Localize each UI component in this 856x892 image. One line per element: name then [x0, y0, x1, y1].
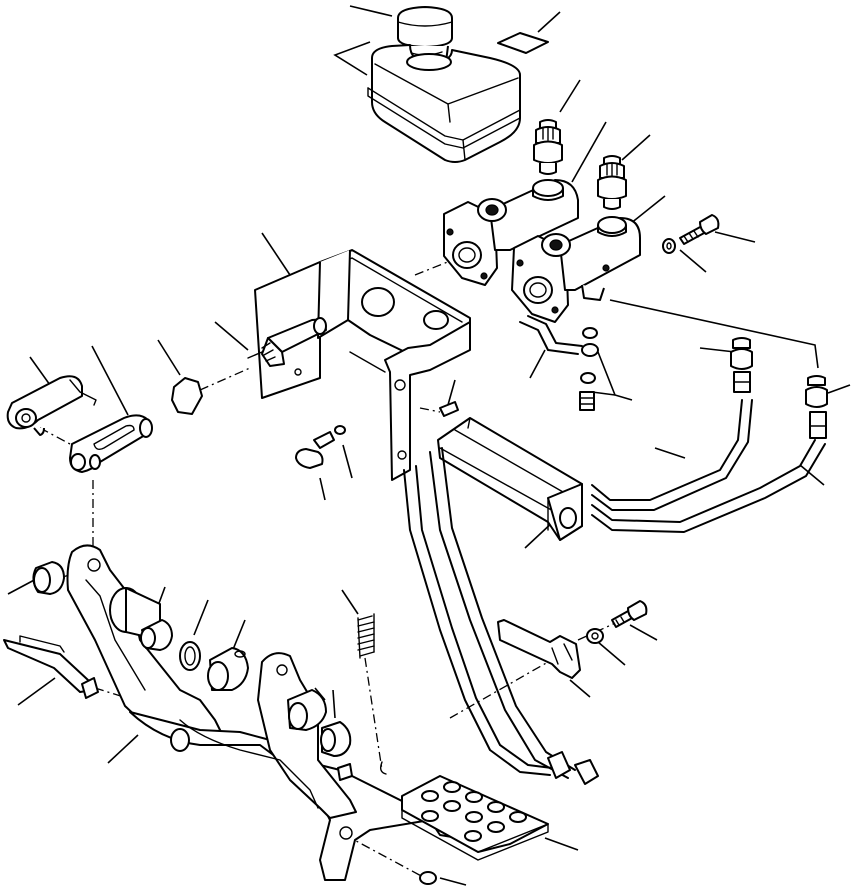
push-rod-icon [247, 317, 327, 367]
leader-washer-clamp [597, 641, 626, 666]
leader-bush-3 [231, 619, 246, 653]
small-bushing-icon [170, 728, 353, 781]
leader-plate [17, 677, 56, 706]
leader-cap [349, 5, 393, 17]
reservoir-tank-icon [367, 44, 521, 163]
dash-rod-nut [199, 367, 251, 391]
leader-switch-upper [559, 79, 581, 113]
o-ring-icon [419, 871, 437, 885]
leader-link [29, 356, 51, 386]
leader-nut [157, 339, 181, 376]
dash-spring [364, 657, 383, 771]
leader-bolt-right [714, 231, 756, 243]
leader-tank [333, 41, 371, 76]
leader-pad [544, 837, 579, 851]
leader-pin-b [319, 477, 326, 501]
leader-bolt-clamp [629, 624, 658, 641]
nut-icon [171, 377, 203, 415]
bushing-set-icon [140, 619, 249, 691]
master-cylinder-upper-icon [443, 179, 579, 286]
gasket-icon [497, 32, 549, 54]
leader-hose [529, 349, 546, 379]
pedal-pad-icon [401, 775, 549, 861]
leader-gasket [537, 11, 561, 33]
bolt-lower-icon [579, 391, 595, 411]
leader-fitting-b [827, 384, 851, 394]
leader-cyl-lower [629, 195, 666, 225]
bolt-right-icon [679, 214, 720, 245]
leader-bush-4 [332, 689, 336, 719]
leader-spring [341, 589, 359, 615]
return-spring-icon [357, 613, 387, 775]
washer-clamp-icon [586, 628, 604, 644]
leader-clevis [91, 345, 129, 416]
stud-icon [439, 401, 459, 417]
washer-right-icon [662, 238, 676, 254]
leader-clamp [569, 679, 591, 698]
dash-clamp [449, 657, 556, 719]
brake-lines-icon [403, 399, 826, 785]
leader-fitting-a [699, 347, 736, 353]
clevis-link-icon [6, 375, 97, 436]
pedal-lever-icon [179, 652, 357, 819]
fitting-a-icon [730, 337, 753, 393]
cross-tube-icon [437, 417, 583, 541]
bolt-clamp-icon [611, 600, 648, 628]
pad-grip-icon [421, 781, 527, 842]
master-cylinder-lower-icon [511, 216, 641, 323]
dash-stud [419, 407, 441, 413]
dash-oring [344, 834, 426, 879]
leader-pedal-arm [107, 734, 139, 764]
hose-icon [519, 315, 599, 357]
leader-oring [439, 877, 467, 886]
leader-washers-pair-b [591, 391, 616, 396]
leader-pin-a [342, 444, 353, 479]
clevis-icon [69, 414, 153, 473]
leader-pipe-a [654, 447, 686, 459]
pin-plate-icon [3, 635, 99, 699]
leader-pipe-b [799, 464, 825, 486]
clamp-bracket-icon [497, 619, 581, 679]
leader-switch-lower [621, 134, 651, 161]
bushing-left-icon [32, 561, 65, 595]
washers-icon [580, 327, 598, 384]
leader-cyl-upper [571, 121, 607, 183]
leader-washer-right [679, 249, 707, 273]
screw-pin-icon [295, 425, 346, 469]
leader-bracket [261, 232, 291, 276]
leader-bush-2 [193, 599, 209, 636]
leader-pushrod [214, 321, 249, 351]
leader-lines-bracket [609, 299, 819, 369]
fitting-b-icon [805, 375, 828, 439]
